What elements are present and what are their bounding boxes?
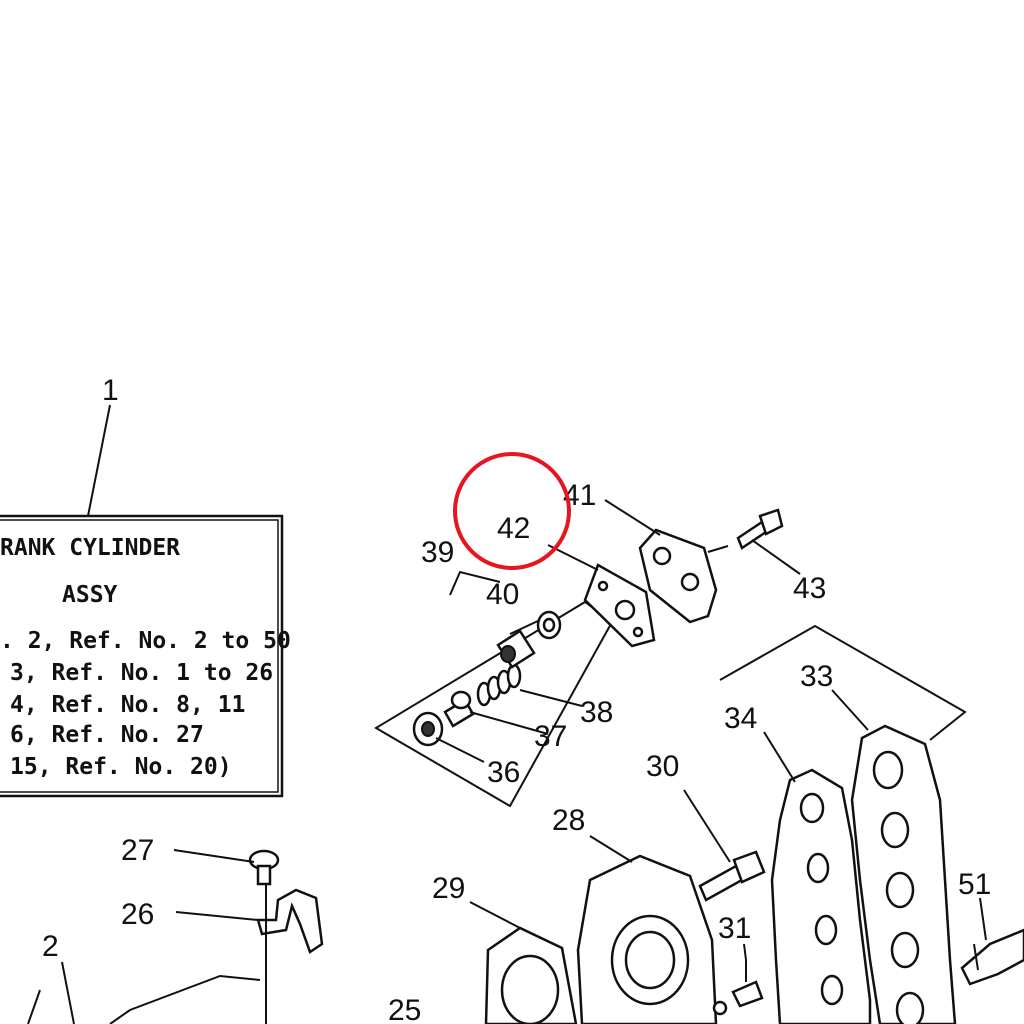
callout-38: 38 [580,696,613,729]
callout-30: 30 [646,750,679,783]
callout-37: 37 [534,720,567,753]
leader-2-right [61,961,75,1024]
assembly-ref-line3: 4, Ref. No. 8, 11 [10,692,245,718]
assembly-title-line2: ASSY [62,582,118,608]
part-34-gasket-plate [770,768,872,1024]
callout-39: 39 [421,536,454,569]
callout-33: 33 [800,660,833,693]
leader-1 [87,404,111,517]
part-40-seal [536,610,562,640]
part-31-bolt [731,960,764,1008]
assembly-ref-line2: 3, Ref. No. 1 to 26 [10,660,273,686]
assembly-outline-33 [719,624,967,741]
highlight-circle [453,452,571,570]
part-27-bolt [248,849,280,886]
lower-block-outline [109,974,261,1024]
callouts: 1 41 42 39 40 43 33 38 34 37 36 30 28 27… [42,374,991,1024]
bracket-39 [449,570,501,596]
part-43-bolt [736,508,784,550]
callout-25: 25 [388,994,421,1024]
assembly-ref-line4: 6, Ref. No. 27 [10,722,204,748]
assembly-title-line1: RANK CYLINDER [0,535,180,561]
part-26-clamp [256,888,324,954]
callout-31: 31 [718,912,751,945]
callout-27: 27 [121,834,154,867]
part-51-spark-plug [960,928,1024,986]
part-36-nut [412,711,444,747]
part-30-bolt [698,850,766,902]
leader-lines [173,499,987,961]
callout-2: 2 [42,930,59,963]
part-41-cover [638,528,729,624]
part-28-housing [576,854,728,1024]
callout-29: 29 [432,872,465,905]
part-42-gasket [583,563,656,648]
callout-42: 42 [497,512,530,545]
callout-1: 1 [102,374,119,407]
callout-51: 51 [958,868,991,901]
part-33-exhaust-cover [850,724,957,1024]
callout-43: 43 [793,572,826,605]
part-39-fitting [496,629,536,669]
leader-2-left [27,989,41,1024]
callout-36: 36 [487,756,520,789]
part-29-gasket [484,926,578,1024]
callout-40: 40 [486,578,519,611]
callout-28: 28 [552,804,585,837]
assembly-ref-line5: 15, Ref. No. 20) [10,754,232,780]
callout-26: 26 [121,898,154,931]
part-37-valve [443,690,475,728]
callout-34: 34 [724,702,757,735]
part-38-spring [476,663,522,707]
assembly-ref-line1: . 2, Ref. No. 2 to 50 [0,628,291,654]
assembly-label-box: RANK CYLINDER ASSY . 2, Ref. No. 2 to 50… [0,514,291,798]
